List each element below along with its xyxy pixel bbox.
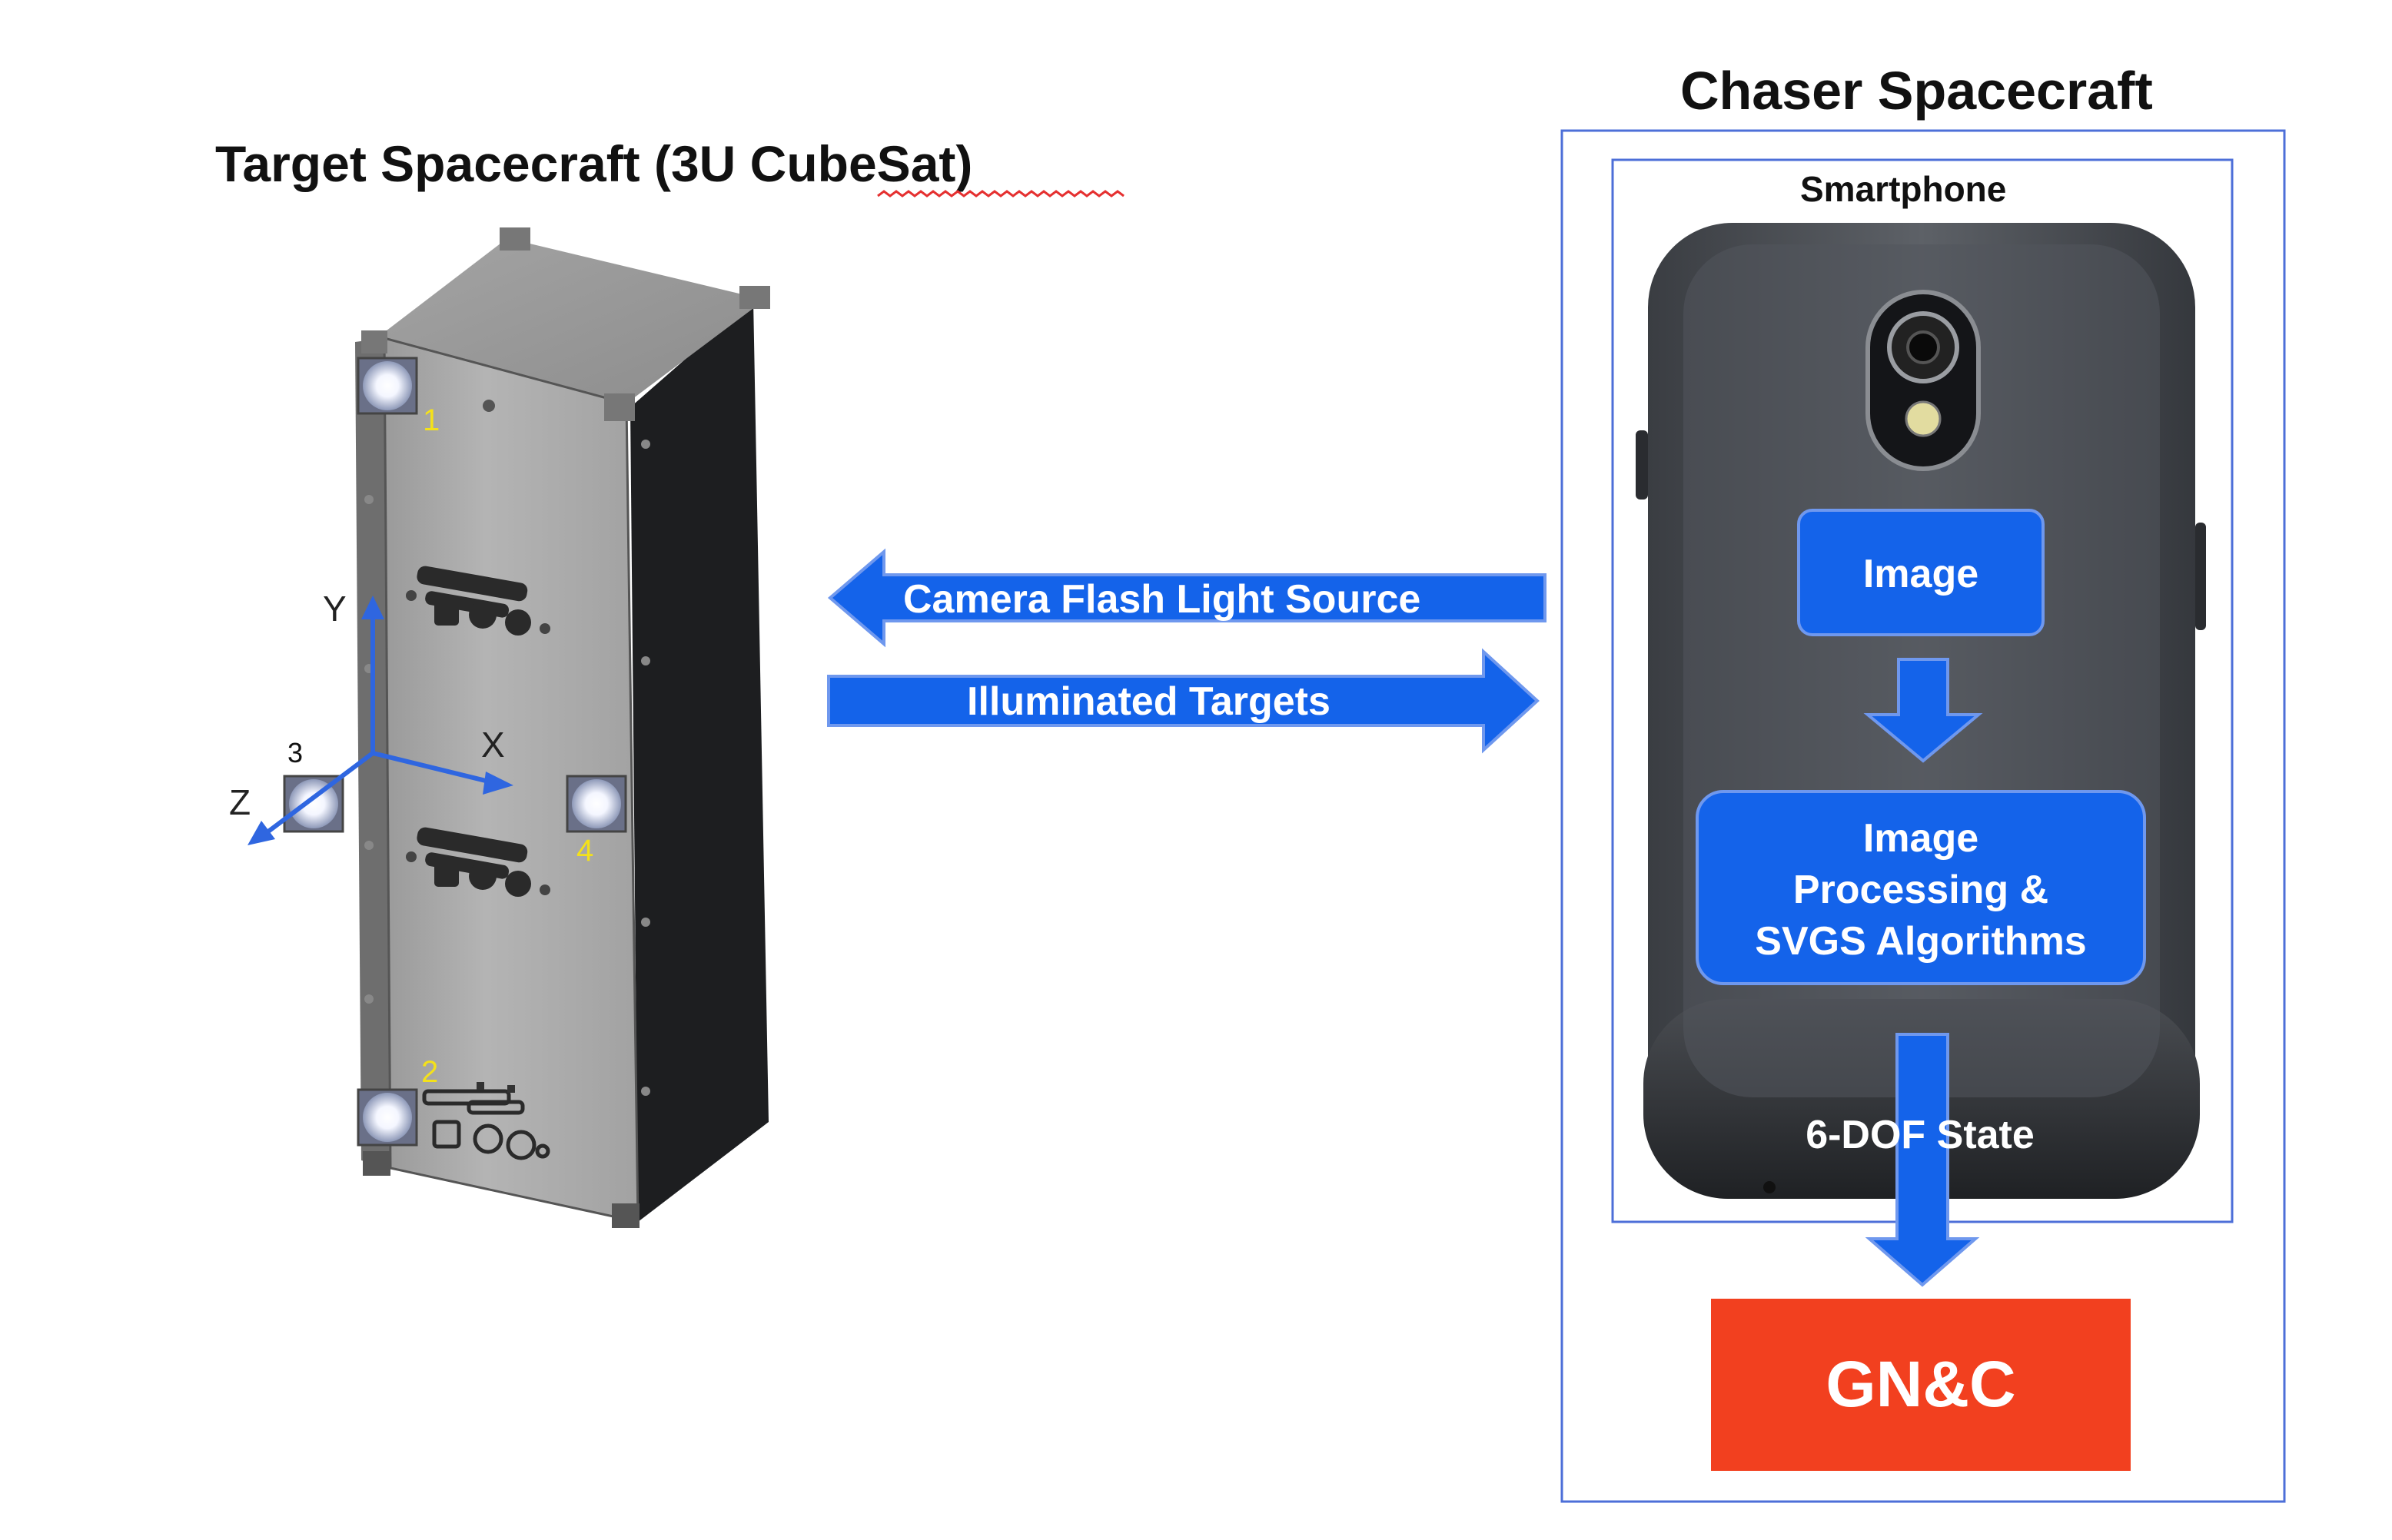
down-arrow-1 [1863, 658, 1983, 763]
processing-line-1: Image [1863, 816, 1978, 861]
gnc-box [1711, 1299, 2131, 1471]
flash-light-label: Camera Flash Light Source [903, 577, 1420, 622]
marker-label-4: 4 [576, 834, 593, 868]
processing-line-2: Processing & [1793, 868, 2048, 912]
flash-icon [1905, 400, 1942, 437]
processing-box [1696, 790, 2146, 985]
illuminated-targets-arrow [827, 648, 1540, 754]
target-marker-2 [357, 1088, 418, 1147]
flash-light-arrow [827, 548, 1546, 648]
coordinate-axes [248, 596, 513, 845]
axis-label-y: Y [323, 589, 347, 629]
axis-label-x: X [481, 725, 505, 765]
processing-line-3: SVGS Algorithms [1755, 919, 2086, 964]
state-label: 6-DOF State [1806, 1113, 2035, 1157]
axis-label-z: Z [229, 782, 251, 822]
illuminated-targets-label: Illuminated Targets [967, 679, 1331, 724]
down-arrow-2 [1865, 1033, 1980, 1287]
target-title: Target Spacecraft (3U CubeSat) [215, 135, 972, 192]
image-box-label: Image [1863, 552, 1978, 596]
spellcheck-underline [877, 190, 1125, 197]
gnc-label: GN&C [1826, 1348, 2015, 1420]
marker-label-1: 1 [423, 403, 440, 437]
target-marker-4 [566, 775, 627, 833]
image-box [1797, 509, 2045, 636]
chaser-outline [1560, 129, 2286, 1503]
smartphone-label: Smartphone [1800, 169, 2006, 209]
marker-label-3: 3 [287, 737, 303, 768]
target-marker-1 [357, 357, 418, 415]
marker-label-2: 2 [421, 1055, 438, 1089]
chaser-title: Chaser Spacecraft [1680, 61, 2153, 121]
